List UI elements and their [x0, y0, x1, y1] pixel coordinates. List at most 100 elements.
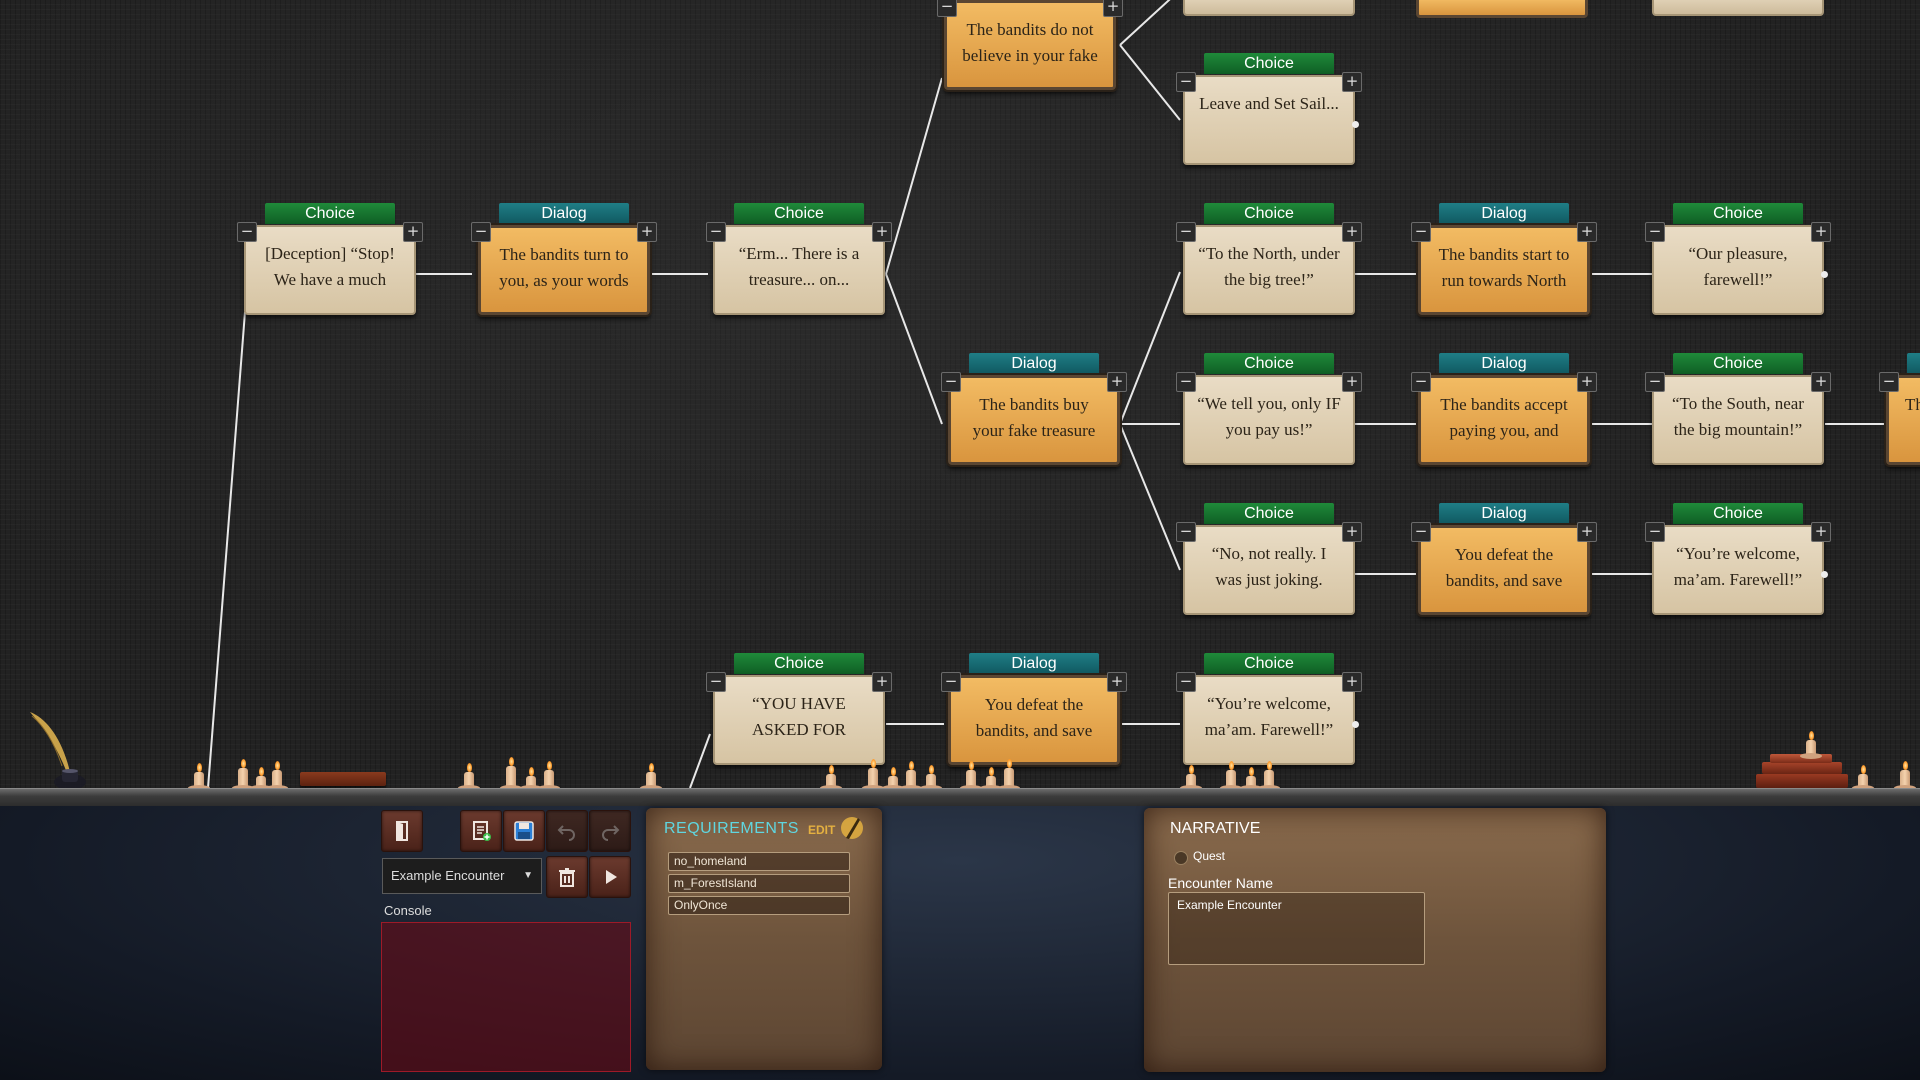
- new-encounter-button[interactable]: [460, 810, 502, 852]
- link: [885, 273, 943, 425]
- output-port[interactable]: [1821, 271, 1828, 278]
- link: [689, 733, 711, 789]
- candle-icon: [920, 765, 942, 790]
- quest-radio[interactable]: [1174, 851, 1188, 865]
- collapse-button[interactable]: −: [1176, 522, 1196, 542]
- node-text: Th ru: [1886, 375, 1920, 465]
- choice-node[interactable]: Choice “You’re welcome, ma’am. Farewell!…: [1176, 653, 1362, 765]
- add-child-button[interactable]: +: [1103, 0, 1123, 17]
- redo-icon: [602, 825, 620, 841]
- add-child-button[interactable]: +: [403, 222, 423, 242]
- collapse-button[interactable]: −: [1411, 222, 1431, 242]
- candle-icon: [500, 757, 522, 790]
- add-child-button[interactable]: +: [1577, 522, 1597, 542]
- add-child-button[interactable]: +: [1811, 522, 1831, 542]
- node-text: You defeat the bandits, and save: [948, 675, 1120, 765]
- collapse-button[interactable]: −: [1645, 522, 1665, 542]
- choice-node[interactable]: Choice “You’re welcome, ma’am. Farewell!…: [1645, 503, 1831, 615]
- collapse-button[interactable]: −: [1411, 372, 1431, 392]
- requirement-item[interactable]: m_ForestIsland: [668, 874, 850, 893]
- add-child-button[interactable]: +: [1342, 72, 1362, 92]
- dialog-node[interactable]: The bandits do not believe in your fake …: [937, 0, 1123, 90]
- candle-icon: [640, 763, 662, 790]
- add-child-button[interactable]: +: [1577, 222, 1597, 242]
- add-child-button[interactable]: +: [1811, 372, 1831, 392]
- output-port[interactable]: [1821, 571, 1828, 578]
- dialog-node[interactable]: Dialog The bandits accept paying you, an…: [1411, 353, 1597, 465]
- quest-label: Quest: [1193, 849, 1226, 863]
- add-child-button[interactable]: +: [1577, 372, 1597, 392]
- encounter-name-input[interactable]: Example Encounter: [1168, 892, 1425, 965]
- book-stack-icon: [1756, 754, 1848, 788]
- edit-requirements-button[interactable]: EDIT: [808, 823, 836, 837]
- redo-button[interactable]: [589, 810, 631, 852]
- collapse-button[interactable]: −: [941, 372, 961, 392]
- encounter-select[interactable]: Example Encounter ▼: [382, 858, 542, 894]
- collapse-button[interactable]: −: [1176, 222, 1196, 242]
- collapse-button[interactable]: −: [706, 672, 726, 692]
- collapse-button[interactable]: −: [1879, 372, 1899, 392]
- choice-node[interactable]: Choice “To the North, under the big tree…: [1176, 203, 1362, 315]
- collapse-button[interactable]: −: [1176, 372, 1196, 392]
- dialog-node[interactable]: Dialog The bandits start to run towards …: [1411, 203, 1597, 315]
- add-child-button[interactable]: +: [1342, 222, 1362, 242]
- add-child-button[interactable]: +: [1342, 672, 1362, 692]
- dialog-node-partial[interactable]: Th ru −: [1879, 353, 1920, 465]
- choice-node[interactable]: Choice “Our pleasure, farewell!” − +: [1645, 203, 1831, 315]
- dialog-node[interactable]: Dialog You defeat the bandits, and save …: [1411, 503, 1597, 615]
- node-type-tag: Choice: [265, 203, 395, 224]
- collapse-button[interactable]: −: [1176, 72, 1196, 92]
- delete-button[interactable]: [546, 856, 588, 898]
- choice-node[interactable]: Choice “YOU HAVE ASKED FOR − +: [706, 653, 892, 765]
- node-text: “Erm... There is a treasure... on...: [713, 225, 885, 315]
- candle-icon: [980, 767, 1002, 790]
- node-text: “To the North, under the big tree!”: [1183, 225, 1355, 315]
- add-child-button[interactable]: +: [1342, 372, 1362, 392]
- dialog-node[interactable]: Dialog The bandits buy your fake treasur…: [941, 353, 1127, 465]
- collapse-button[interactable]: −: [1176, 672, 1196, 692]
- candle-icon: [458, 763, 480, 790]
- exit-button[interactable]: [381, 810, 423, 852]
- requirement-item[interactable]: OnlyOnce: [668, 896, 850, 915]
- save-button[interactable]: [503, 810, 545, 852]
- partial-node[interactable]: [1183, 0, 1355, 16]
- chevron-down-icon: ▼: [523, 870, 533, 881]
- collapse-button[interactable]: −: [1645, 222, 1665, 242]
- add-child-button[interactable]: +: [1811, 222, 1831, 242]
- collapse-button[interactable]: −: [941, 672, 961, 692]
- choice-node[interactable]: Choice “No, not really. I was just jokin…: [1176, 503, 1362, 615]
- node-text: “YOU HAVE ASKED FOR: [713, 675, 885, 765]
- choice-node[interactable]: Choice “Erm... There is a treasure... on…: [706, 203, 892, 315]
- choice-node[interactable]: Choice Leave and Set Sail... − +: [1176, 53, 1362, 165]
- collapse-button[interactable]: −: [706, 222, 726, 242]
- undo-button[interactable]: [546, 810, 588, 852]
- collapse-button[interactable]: −: [237, 222, 257, 242]
- choice-node[interactable]: Choice “We tell you, only IF you pay us!…: [1176, 353, 1362, 465]
- choice-node[interactable]: Choice [Deception] “Stop! We have a much…: [237, 203, 423, 315]
- choice-node[interactable]: Choice “To the South, near the big mount…: [1645, 353, 1831, 465]
- collapse-button[interactable]: −: [471, 222, 491, 242]
- add-child-button[interactable]: +: [1107, 372, 1127, 392]
- output-port[interactable]: [1352, 721, 1359, 728]
- play-button[interactable]: [589, 856, 631, 898]
- add-child-button[interactable]: +: [1107, 672, 1127, 692]
- link: [1119, 271, 1181, 425]
- candle-icon: [538, 761, 560, 790]
- node-text: “We tell you, only IF you pay us!”: [1183, 375, 1355, 465]
- collapse-button[interactable]: −: [1411, 522, 1431, 542]
- node-type-tag: Choice: [1204, 353, 1334, 374]
- dialog-node[interactable]: Dialog You defeat the bandits, and save …: [941, 653, 1127, 765]
- collapse-button[interactable]: −: [937, 0, 957, 17]
- add-child-button[interactable]: +: [872, 672, 892, 692]
- add-child-button[interactable]: +: [872, 222, 892, 242]
- requirement-item[interactable]: no_homeland: [668, 852, 850, 871]
- output-port[interactable]: [1352, 121, 1359, 128]
- console-output[interactable]: [381, 922, 631, 1072]
- partial-node[interactable]: [1652, 0, 1824, 16]
- add-child-button[interactable]: +: [1342, 522, 1362, 542]
- partial-node[interactable]: [1416, 0, 1588, 18]
- collapse-button[interactable]: −: [1645, 372, 1665, 392]
- node-graph-canvas[interactable]: The bandits do not believe in your fake …: [0, 0, 1920, 790]
- add-child-button[interactable]: +: [637, 222, 657, 242]
- dialog-node[interactable]: Dialog The bandits turn to you, as your …: [471, 203, 657, 315]
